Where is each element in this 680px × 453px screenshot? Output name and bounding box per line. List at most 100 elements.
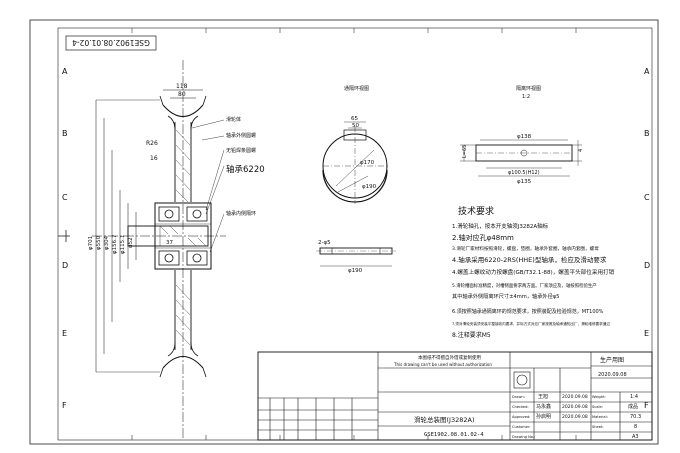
title-block: [257, 351, 653, 441]
main-section-labels: 118 80 R26 16 φ701 φ550 φ304 φ156.7 φ115…: [88, 83, 265, 254]
tech-req-item-7: 其中轴承外侧隔离环尺寸±4mm，轴承外径φ5: [452, 292, 559, 300]
approval-date-3: 2020.09.08: [562, 414, 588, 420]
dim-phi156: φ156.7: [112, 234, 118, 254]
notice-cn: 本图纸不得擅自外借或复制使用: [418, 354, 481, 361]
production-date: 2020.09.08: [598, 372, 627, 378]
spacer-detail: [322, 121, 388, 204]
washer-dim-phi190: φ190: [348, 268, 363, 274]
field-drawn: Drawn:: [512, 395, 525, 399]
approval-date-2: 2020.09.08: [562, 404, 588, 410]
tech-req-item-4: 4.轴承采用6220-2RS(HHE)型轴承，检应及滑动要求: [452, 255, 607, 264]
field-checked: Checked:: [512, 405, 529, 409]
center-mark-37: 37: [166, 240, 173, 246]
washer-detail-labels: 2-φ5 φ190: [318, 240, 363, 274]
tech-req-item-3: 3.滑轮厂家材料按照滑轮，螺盘，垫圈，轴承外套圈，轴承内套圈，螺母: [452, 245, 599, 252]
ring-dim-4: 4: [578, 149, 584, 152]
left-center-marker: [58, 230, 70, 242]
washer-dim-holes: 2-φ5: [318, 240, 331, 246]
dim-phi550: φ550: [96, 235, 102, 250]
row-letter-d-left: D: [62, 261, 68, 270]
dim-r26: R26: [146, 140, 158, 147]
ring-dim-phi135: φ135: [517, 179, 532, 185]
field-approved: Approved:: [512, 415, 530, 419]
field-drawing-no: Drawing No.:: [512, 435, 535, 439]
company-logo-box: [513, 371, 531, 389]
spacer-detail-labels: 通隔环视图 65 50 φ170 φ190: [344, 85, 377, 190]
row-letter-a-right: A: [644, 67, 650, 76]
production-label: 生产用图: [600, 356, 624, 364]
row-letter-f-right: F: [644, 401, 649, 410]
dim-118: 118: [176, 83, 188, 90]
sheet-size-value: A3: [632, 434, 639, 440]
callout-inner-spacer: 轴承内侧隔环: [226, 210, 256, 217]
rotated-drawing-number: GSE1902.08.01.02-4: [65, 35, 157, 51]
spacer-detail-title: 通隔环视图: [344, 85, 369, 92]
title-block-text: 本图纸不得擅自外借或复制使用 This drawing can't be use…: [393, 354, 641, 440]
hub-hatch: [155, 223, 211, 249]
spacer-outer-circle: [322, 133, 388, 199]
drawing-title: 滑轮总装图(J3282A): [414, 415, 474, 424]
approval-date-1: 2020.09.08: [562, 394, 588, 400]
stage-value: 成品: [628, 403, 638, 410]
row-letter-f-left: F: [62, 401, 67, 410]
lower-web-hatch: [175, 284, 191, 346]
ring-detail-scale: 1:2: [522, 94, 530, 100]
approval-name-2: 马永鑫: [536, 403, 551, 410]
spacer-dim-65: 65: [351, 116, 358, 122]
ring-dim-length: L=65: [462, 145, 468, 158]
spacer-dim-phi170: φ170: [360, 160, 375, 166]
row-letter-c-right: C: [644, 193, 650, 202]
tech-requirements: 技术要求 1.滑轮轴孔，按本开支轴须J3282A轴标 2.轴对应孔φ48mm 3…: [452, 205, 615, 339]
notice-en: This drawing can't be used without autho…: [393, 362, 492, 367]
field-sheet: Sheet:: [592, 425, 604, 429]
dim-80: 80: [178, 91, 186, 98]
upper-web-hatch: [175, 129, 191, 203]
field-material: Material:: [592, 415, 608, 419]
row-letter-d-right: D: [644, 261, 650, 270]
dim-phi52: φ52: [128, 237, 134, 248]
washer-detail: [316, 247, 396, 267]
hub-block: [154, 202, 212, 270]
row-letter-a-left: A: [62, 67, 68, 76]
ring-detail-labels: 隔离环视图 1:2 L=65 φ138 φ100.5(H12) φ135 4: [462, 85, 584, 185]
approval-name-1: 王旭: [538, 393, 548, 400]
lower-bearing-left: [158, 250, 180, 266]
spacer-dim-phi190: φ190: [362, 184, 377, 190]
ring-detail: [460, 139, 582, 177]
scale-value: 1:4: [630, 394, 638, 400]
spacer-dim-50: 50: [352, 123, 359, 129]
tech-req-item-8: 6.须按照轴承通隔离环的规范要求，按照装配及检验规范，MT100%: [452, 308, 604, 315]
callout-bearing: 轴承6220: [226, 164, 265, 175]
ring-dim-phi138: φ138: [517, 134, 532, 140]
drawing-number: GSE1902.08.01.02-4: [424, 432, 484, 438]
row-letter-e-left: E: [62, 329, 67, 338]
field-customer: Customer:: [512, 425, 531, 429]
rotated-drawing-number-text: GSE1902.08.01.02-4: [72, 38, 150, 47]
callout-pulley-body: 滑轮体: [226, 116, 241, 123]
dim-phi701: φ701: [88, 236, 94, 250]
tech-req-item-6: 5.滑轮槽面标准精度，对槽侧面要求两方面。厂家须应及，轴按照检验生产: [452, 282, 597, 289]
ring-dim-phi100: φ100.5(H12): [508, 170, 540, 176]
dim-16: 16: [150, 155, 158, 162]
field-weight: Weight:: [592, 395, 606, 399]
row-letter-c-left: C: [62, 193, 68, 202]
company-logo-icon: [516, 374, 528, 386]
tech-requirements-heading: 技术要求: [458, 205, 494, 217]
callout-lead-free-nut: 无铅焊条圆螺: [226, 147, 256, 154]
tech-req-item-1: 1.滑轮轴孔，按本开支轴须J3282A轴标: [452, 222, 549, 230]
title-block-frame: [257, 351, 653, 441]
weight-value: 70.3: [630, 414, 641, 420]
main-pulley-section: [92, 60, 226, 440]
upper-bearing-right: [186, 206, 208, 222]
tech-req-item-5: 4.螺盖上螺纹动力按螺盘(GB/T32.1-88)，螺盖平头部位采用打销: [452, 268, 615, 276]
dim-phi115: φ115.1: [120, 235, 126, 254]
row-letter-b-left: B: [62, 129, 68, 138]
tech-req-item-2: 2.轴对应孔φ48mm: [452, 233, 514, 242]
row-letters: A B C D E F A B C D E F: [62, 67, 650, 410]
upper-bearing-left: [158, 206, 180, 222]
row-letter-e-right: E: [644, 329, 649, 338]
tech-req-item-10: 8.注释要求M5: [452, 331, 491, 339]
field-scale: Scale:: [592, 405, 603, 409]
row-letter-b-right: B: [644, 129, 650, 138]
